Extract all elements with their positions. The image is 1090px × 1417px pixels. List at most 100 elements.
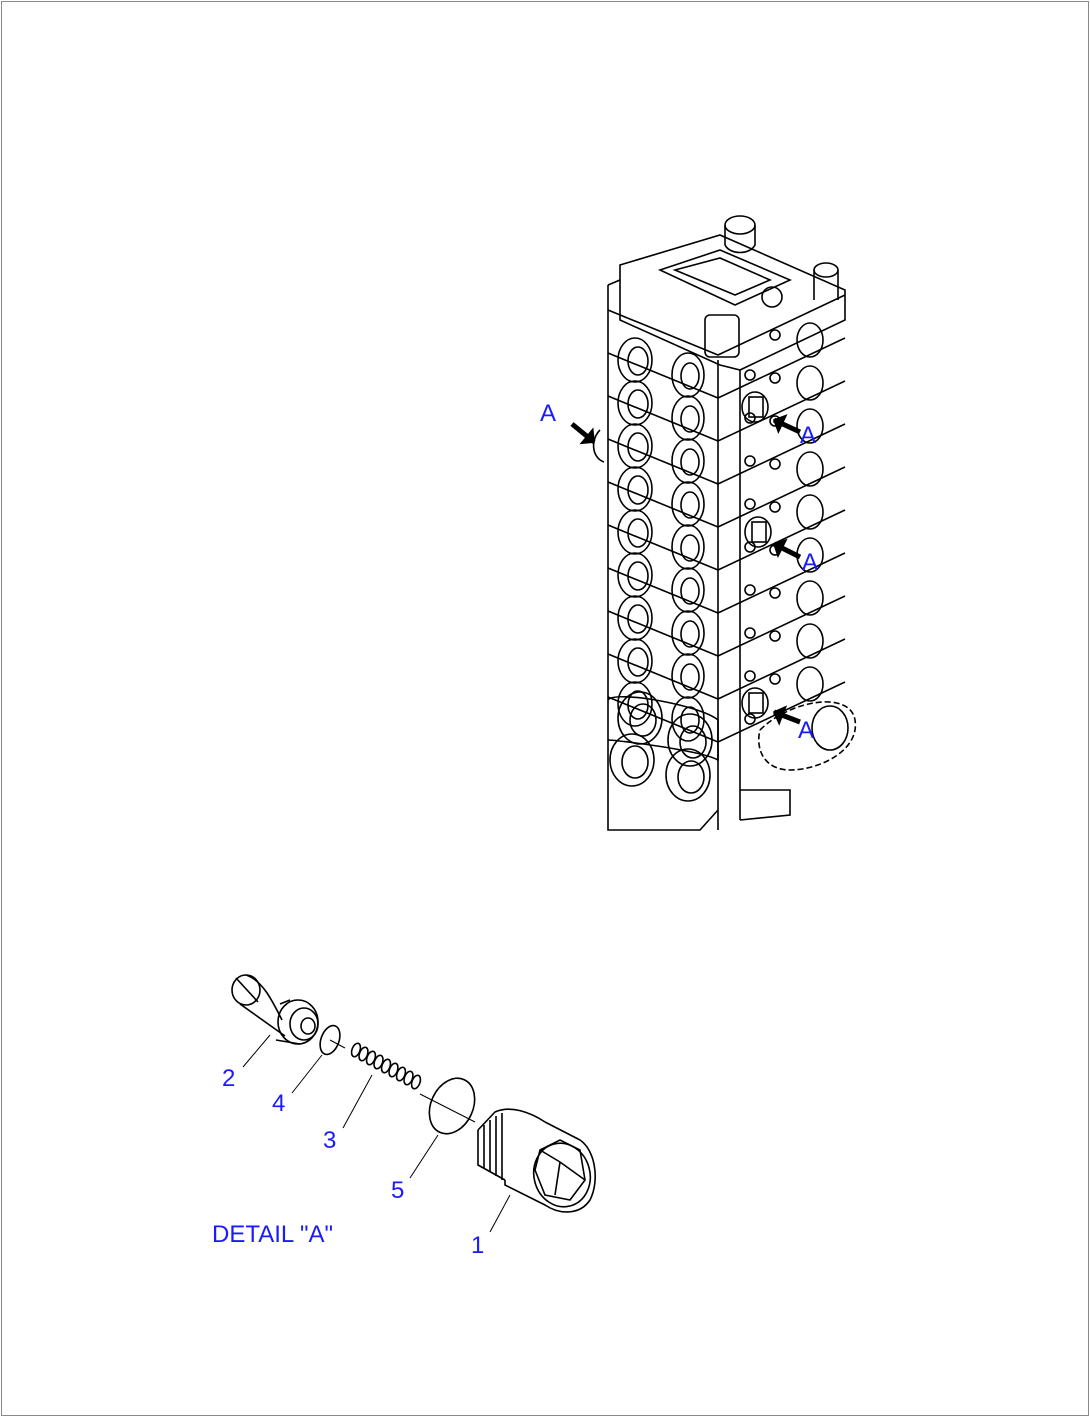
view-a-callout-upper-right: A xyxy=(800,422,817,449)
port xyxy=(671,438,705,484)
side-hole xyxy=(744,670,756,682)
part-number-5: 5 xyxy=(391,1177,405,1204)
callout-arrow xyxy=(772,705,801,726)
side-hole xyxy=(744,627,756,639)
relief-valve xyxy=(741,687,769,719)
callout-arrow xyxy=(570,422,596,445)
top-cover-recess xyxy=(657,249,792,306)
bottom-port-thread xyxy=(677,760,705,794)
port xyxy=(617,595,653,641)
port-thread xyxy=(680,620,700,648)
side-hole xyxy=(744,713,756,725)
bottom-port xyxy=(665,748,711,802)
top-boss-side xyxy=(724,225,756,254)
leader-lines xyxy=(242,1034,511,1233)
arrow-head xyxy=(772,705,788,726)
port-thread xyxy=(680,534,700,562)
side-port xyxy=(796,365,824,401)
side-hole xyxy=(769,329,781,341)
view-a-callout-left: A xyxy=(540,400,557,427)
body-edge xyxy=(607,279,741,820)
side-hole xyxy=(744,498,756,510)
side-port xyxy=(796,494,824,530)
port xyxy=(617,423,653,469)
view-a-callout-lower-right: A xyxy=(798,717,815,744)
port xyxy=(617,380,653,426)
top-port xyxy=(761,286,783,308)
port-thread xyxy=(680,577,700,605)
port xyxy=(671,653,705,699)
port xyxy=(671,481,705,527)
valve-section-edge xyxy=(607,638,846,700)
port xyxy=(671,352,705,398)
port-thread xyxy=(680,663,700,691)
side-hole xyxy=(744,369,756,381)
side-hole xyxy=(744,412,756,424)
port xyxy=(617,552,653,598)
port xyxy=(671,395,705,441)
part-number-4: 4 xyxy=(272,1090,286,1117)
bottom-port xyxy=(667,713,713,767)
flange-port xyxy=(811,705,849,751)
part-4-o-ring-drawing xyxy=(319,1024,341,1056)
side-port xyxy=(796,408,824,444)
arrow-head xyxy=(772,414,788,435)
bottom-port xyxy=(609,733,655,787)
callout-arrow xyxy=(772,414,802,435)
side-port xyxy=(796,666,824,702)
spring-coil xyxy=(410,1074,422,1090)
side-hole xyxy=(769,673,781,685)
part-3-spring-drawing xyxy=(350,1042,422,1090)
port-thread xyxy=(680,706,700,734)
part-5-o-ring-drawing xyxy=(428,1077,476,1135)
port-thread xyxy=(680,491,700,519)
bottom-port-thread xyxy=(621,745,649,779)
valve-section-edge xyxy=(607,466,846,528)
relief-valve-body xyxy=(748,396,764,418)
detail-title: DETAIL "A" xyxy=(212,1221,334,1248)
port-thread xyxy=(680,405,700,433)
arrow-head xyxy=(579,427,595,445)
left-relief-valve xyxy=(592,429,605,463)
bottom-port xyxy=(617,691,663,745)
side-hole xyxy=(769,458,781,470)
port-thread xyxy=(680,448,700,476)
side-hole xyxy=(769,587,781,599)
port xyxy=(671,610,705,656)
side-port xyxy=(796,580,824,616)
port xyxy=(617,466,653,512)
base-foot xyxy=(739,789,791,821)
side-flange xyxy=(758,701,857,771)
side-port xyxy=(796,623,824,659)
relief-valve xyxy=(741,391,769,423)
relief-valve-body xyxy=(748,692,764,714)
top-cover xyxy=(619,234,846,371)
part-2-valve-drawing xyxy=(231,974,319,1045)
side-hole xyxy=(769,372,781,384)
relief-valve xyxy=(744,516,772,548)
port xyxy=(671,567,705,613)
corner-boss-side xyxy=(813,270,839,300)
part-1-plug-drawing xyxy=(477,1108,596,1213)
port xyxy=(617,638,653,684)
relief-valve-body xyxy=(751,521,767,543)
part-number-3: 3 xyxy=(323,1127,337,1154)
bottom-port-thread xyxy=(679,725,707,759)
side-port xyxy=(796,451,824,487)
side-port xyxy=(796,322,824,358)
side-hole xyxy=(744,455,756,467)
part-number-2: 2 xyxy=(222,1065,236,1092)
port xyxy=(671,524,705,570)
part-number-1: 1 xyxy=(471,1232,485,1259)
side-hole xyxy=(769,501,781,513)
side-hole xyxy=(744,584,756,596)
callout-arrow xyxy=(772,538,802,560)
port-thread xyxy=(680,362,700,390)
port xyxy=(617,681,653,727)
bottom-port-thread xyxy=(629,703,657,737)
arrow-head xyxy=(772,538,788,559)
